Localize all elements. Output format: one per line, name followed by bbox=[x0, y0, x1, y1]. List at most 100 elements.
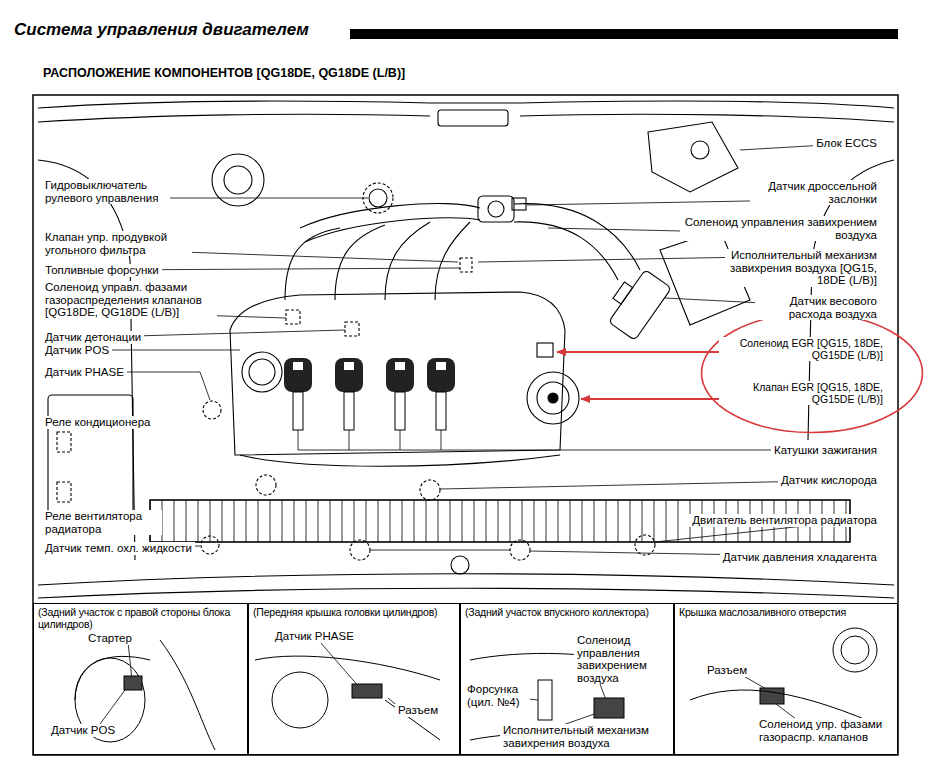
inset-drawings bbox=[75, 656, 150, 700]
inset-drawings bbox=[272, 672, 328, 728]
engine-bay-drawing bbox=[57, 482, 71, 502]
engine-bay-drawing bbox=[38, 114, 430, 122]
component-label: Соленоид управления завихрением воздуха bbox=[680, 216, 880, 241]
inset-label: Форсунка (цил. №4) bbox=[464, 683, 530, 708]
component-label: Датчик детонации bbox=[42, 331, 144, 344]
engine-bay-drawing bbox=[286, 310, 300, 324]
component-label: Датчик давления хладагента bbox=[720, 551, 880, 564]
page-title: Система управления двигателем bbox=[14, 20, 313, 40]
engine-bay-drawing bbox=[609, 270, 672, 341]
engine-bay-drawing bbox=[57, 432, 71, 452]
engine-bay-drawing bbox=[600, 264, 671, 341]
inset-drawings bbox=[255, 656, 440, 680]
ignition-coils bbox=[427, 358, 455, 392]
engine-bay-drawing bbox=[514, 222, 618, 280]
leader-lines bbox=[128, 642, 132, 680]
component-label: Реле кондиционера bbox=[42, 416, 153, 429]
ignition-coils bbox=[293, 392, 303, 430]
engine-bay-drawing bbox=[520, 114, 894, 122]
component-label: Реле вентилятора радиатора bbox=[42, 510, 162, 535]
inset-drawings bbox=[538, 680, 552, 720]
inset-label: Разъем bbox=[395, 704, 441, 717]
engine-bay-drawing bbox=[300, 204, 480, 228]
inset-label: Датчик PHASE bbox=[272, 630, 357, 643]
inset-drawings bbox=[124, 676, 142, 690]
engine-bay-drawing bbox=[38, 101, 894, 108]
engine-bay-drawing bbox=[438, 110, 508, 126]
highlighted-label: Клапан EGR [QG15, 18DE, QG15DE (L/B)] bbox=[719, 381, 885, 405]
engine-bay-drawing bbox=[305, 218, 480, 242]
ignition-coils bbox=[395, 362, 405, 370]
ignition-coils bbox=[284, 358, 312, 392]
inset-label: Исполнительный механизм завихрения возду… bbox=[500, 724, 668, 749]
component-label: Датчик PHASE bbox=[42, 366, 127, 379]
component-label: Блок ECCS bbox=[813, 137, 880, 150]
highlighted-label: Соленоид EGR [QG15, 18DE, QG15DE (L/B)] bbox=[719, 337, 885, 361]
engine-bay-drawing bbox=[38, 574, 894, 585]
ignition-coils bbox=[293, 362, 303, 370]
panel-heading: Крышка маслозаливного отверстия bbox=[675, 604, 897, 620]
engine-bay-drawing bbox=[537, 382, 569, 414]
component-label: Катушки зажигания bbox=[771, 444, 880, 457]
component-label: Датчик POS bbox=[42, 344, 112, 357]
component-label: Соленоид управл. фазами газораспределени… bbox=[42, 281, 217, 319]
ignition-coils bbox=[395, 392, 405, 430]
panel-heading: (Задний участок с правой стороны блока ц… bbox=[34, 604, 247, 632]
inset-label: Стартер bbox=[85, 632, 135, 645]
engine-bay-drawing bbox=[242, 352, 282, 392]
engine-bay-drawing bbox=[648, 122, 738, 192]
inset-drawings bbox=[160, 640, 215, 750]
engine-bay-drawing bbox=[691, 141, 709, 159]
engine-bay-drawing bbox=[451, 556, 469, 574]
engine-bay-drawing bbox=[420, 480, 440, 500]
inset-drawings bbox=[594, 698, 624, 718]
component-label: Исполнительный механизм завихрения возду… bbox=[725, 249, 880, 287]
highlight-arrows bbox=[557, 352, 722, 399]
engine-bay-drawing bbox=[256, 475, 276, 495]
engine-bay-drawing bbox=[335, 225, 385, 300]
engine-bay-drawing bbox=[203, 401, 221, 419]
inset-drawings bbox=[760, 688, 784, 704]
inset-drawings bbox=[352, 684, 382, 698]
section-heading: РАСПОЛОЖЕНИЕ КОМПОНЕНТОВ [QG18DE, QG18DE… bbox=[40, 66, 408, 81]
ignition-coils bbox=[436, 362, 446, 370]
engine-bay-drawing bbox=[510, 540, 530, 560]
engine-bay-drawing bbox=[230, 292, 565, 455]
ellipse-outline bbox=[700, 312, 924, 434]
leader-lines bbox=[298, 430, 441, 450]
engine-bay-drawing bbox=[350, 540, 370, 560]
figure-frame bbox=[33, 95, 898, 755]
engine-bay-drawing bbox=[537, 343, 553, 357]
component-label: Датчик кислорода bbox=[778, 474, 880, 487]
ellipse-outline bbox=[702, 314, 923, 433]
panel-heading: (Передняя крышка головки цилиндров) bbox=[249, 604, 459, 620]
inset-label: Соленоид управления завихрением воздуха bbox=[574, 634, 670, 684]
leader-lines bbox=[100, 350, 240, 351]
engine-bay-drawing bbox=[38, 588, 894, 598]
title-bar bbox=[350, 29, 898, 39]
ignition-coils bbox=[335, 358, 363, 392]
engine-bay-drawing bbox=[38, 101, 894, 598]
inset-label: Соленоид упр. фазами газораспр. клапанов bbox=[756, 718, 894, 743]
ignition-coils bbox=[344, 362, 354, 370]
component-label: Датчик темп. охл. жидкости bbox=[42, 542, 195, 555]
leader-lines bbox=[100, 690, 125, 724]
component-label: Двигатель вентилятора радиатора bbox=[689, 514, 880, 527]
inset-label: Датчик POS bbox=[48, 724, 118, 737]
engine-bay-drawing bbox=[369, 189, 387, 207]
component-label: Датчик весового расхода воздуха bbox=[755, 295, 880, 320]
engine-bay-drawing bbox=[488, 201, 504, 217]
highlight-arrows bbox=[581, 398, 722, 400]
ignition-coils bbox=[386, 358, 414, 392]
component-label: Клапан упр. продувкой угольного фильтра bbox=[42, 231, 192, 256]
engine-bay-drawing bbox=[48, 395, 133, 525]
component-label: Топливные форсунки bbox=[42, 264, 162, 277]
engine-bay-drawing bbox=[460, 258, 472, 272]
inset-label: Разъем bbox=[704, 664, 750, 677]
ignition-coils bbox=[344, 392, 354, 430]
engine-bay-drawing bbox=[201, 536, 219, 554]
engine-bay-drawing bbox=[249, 359, 275, 385]
engine-bay-drawing bbox=[224, 166, 252, 194]
engine-bay-drawing bbox=[548, 393, 558, 403]
